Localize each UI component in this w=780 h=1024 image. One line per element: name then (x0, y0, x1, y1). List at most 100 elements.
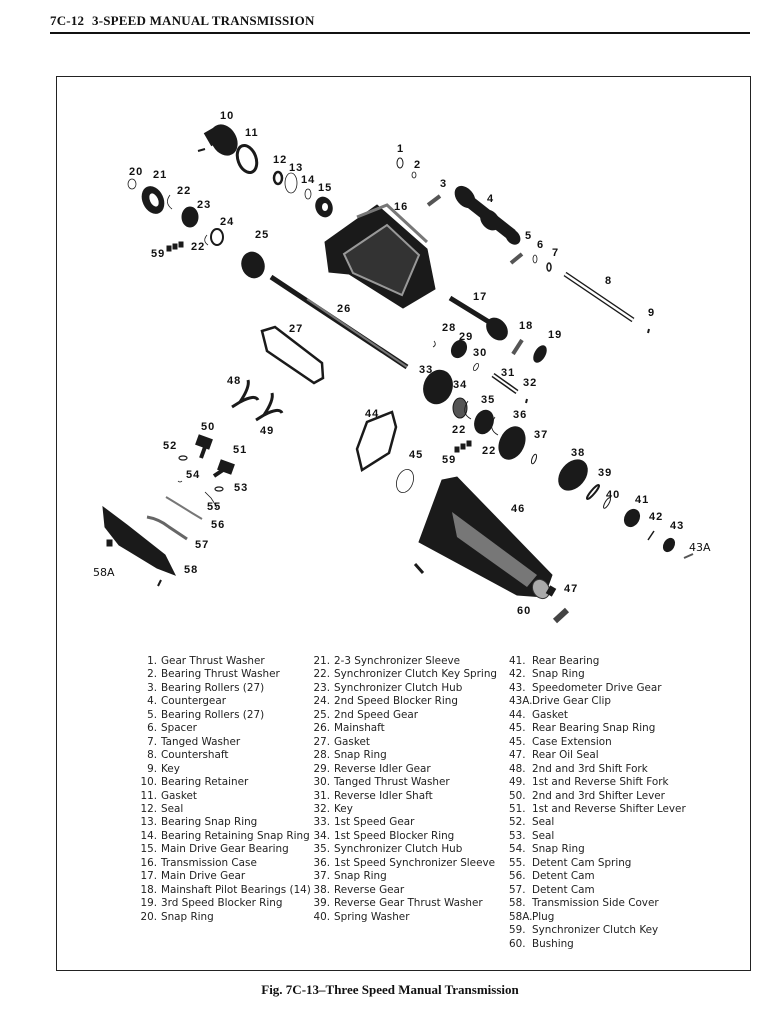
legend-item: 33.1st Speed Gear (313, 816, 415, 829)
callout-label: 9 (648, 307, 656, 319)
callout-label: 54 (186, 469, 201, 481)
callout-label: 5 (525, 230, 533, 242)
legend-item: 4.Countergear (147, 695, 226, 708)
legend-item: 60.Bushing (509, 937, 574, 950)
callout-label: 42 (649, 511, 664, 523)
callout-label: 58A (93, 566, 115, 579)
legend-item: 58A.Plug (509, 910, 555, 923)
legend-item: 56.Detent Cam (509, 870, 595, 883)
figure-caption: Fig. 7C-13–Three Speed Manual Transmissi… (261, 982, 519, 997)
callout-label: 32 (523, 377, 538, 389)
legend-item: 22.Synchronizer Clutch Key Spring (313, 668, 497, 681)
legend-item: 20.Snap Ring (140, 910, 214, 923)
callout-label: 24 (220, 216, 235, 228)
callout-label: 22 (191, 241, 206, 253)
legend-item: 18.Mainshaft Pilot Bearings (14) (140, 883, 311, 896)
section-title: 3-SPEED MANUAL TRANSMISSION (92, 13, 315, 28)
callout-label: 8 (605, 275, 613, 287)
legend-item: 43.Speedometer Drive Gear (509, 681, 662, 694)
legend-item: 41.Rear Bearing (509, 655, 600, 667)
callout-label: 12 (273, 154, 288, 166)
page-number: 7C-12 (50, 13, 85, 28)
callout-label: 26 (337, 303, 352, 315)
callout-label: 59 (442, 454, 457, 466)
page-header: 7C-12 3-SPEED MANUAL TRANSMISSION (50, 10, 750, 34)
callout-label: 48 (227, 375, 242, 387)
callout-label: 2 (414, 159, 422, 171)
legend-item: 1.Gear Thrust Washer (147, 655, 265, 667)
callout-label: 22 (452, 424, 467, 436)
legend-item: 39.Reverse Gear Thrust Washer (313, 897, 483, 910)
callout-label: 36 (513, 409, 528, 421)
legend-item: 37.Snap Ring (313, 870, 387, 883)
legend-item: 32.Key (313, 802, 353, 815)
callout-label: 11 (245, 127, 259, 139)
legend-item: 5.Bearing Rollers (27) (147, 708, 265, 721)
callout-label: 25 (255, 229, 270, 241)
callout-label: 15 (318, 182, 333, 194)
legend-item: 9.Key (147, 762, 180, 775)
callout-label: 27 (289, 323, 304, 335)
legend-item: 49.1st and Reverse Shift Fork (509, 776, 669, 789)
legend-item: 54.Snap Ring (509, 843, 585, 856)
legend-item: 8.Countershaft (147, 749, 229, 762)
legend-item: 53.Seal (509, 829, 555, 842)
legend-item: 7.Tanged Washer (147, 735, 241, 748)
legend-item: 38.Reverse Gear (313, 883, 405, 896)
legend-item: 11.Gasket (140, 789, 197, 802)
legend-item: 19.3rd Speed Blocker Ring (140, 897, 283, 910)
callout-label: 47 (564, 583, 579, 595)
callout-label: 43A (689, 541, 711, 554)
callout-label: 44 (365, 408, 380, 420)
legend-item: 45.Rear Bearing Snap Ring (509, 722, 656, 735)
callout-label: 31 (501, 367, 516, 379)
legend-item: 27.Gasket (313, 735, 370, 748)
legend-item: 45.Case Extension (509, 735, 612, 748)
legend-item: 16.Transmission Case (140, 856, 257, 869)
callout-label: 20 (129, 166, 144, 178)
callout-label: 23 (197, 199, 212, 211)
callout-label: 40 (606, 489, 621, 501)
callout-label: 46 (511, 503, 526, 515)
legend-item: 52.Seal (509, 816, 555, 829)
callout-label: 37 (534, 429, 549, 441)
legend-item: 31.Reverse Idler Shaft (313, 789, 433, 802)
callout-label: 49 (260, 425, 275, 437)
callout-label: 60 (517, 605, 532, 617)
callout-label: 7 (552, 247, 560, 259)
legend-item: 57.Detent Cam (509, 883, 595, 896)
legend-item: 25.2nd Speed Gear (313, 708, 419, 721)
callout-label: 45 (409, 449, 424, 461)
callout-label: 22 (177, 185, 192, 197)
legend-item: 35.Synchronizer Clutch Hub (313, 843, 463, 856)
callout-label: 4 (487, 193, 495, 205)
legend-item: 6.Spacer (147, 722, 197, 735)
callout-label: 28 (442, 322, 457, 334)
callout-label: 14 (301, 174, 316, 186)
countergear-part (454, 185, 521, 245)
callout-label: 16 (394, 201, 409, 213)
legend-item: 21.2-3 Synchronizer Sleeve (313, 655, 461, 667)
legend-column-2: 21.2-3 Synchronizer Sleeve 22.Synchroniz… (310, 655, 497, 924)
legend-item: 28.Snap Ring (313, 749, 387, 762)
callout-label: 51 (233, 444, 248, 456)
callout-label: 3 (440, 178, 448, 190)
legend-item: 15.Main Drive Gear Bearing (140, 843, 289, 856)
callout-label: 59 (151, 248, 166, 260)
legend-item: 14.Bearing Retaining Snap Ring (140, 829, 310, 842)
case-extension-part (418, 476, 553, 600)
legend-item: 12.Seal (140, 802, 184, 815)
legend-item: 24.2nd Speed Blocker Ring (313, 695, 458, 708)
legend-item: 36.1st Speed Synchronizer Sleeve (313, 856, 496, 869)
callout-label: 30 (473, 347, 488, 359)
callout-label: 13 (289, 162, 304, 174)
legend-item: 13.Bearing Snap Ring (140, 816, 258, 829)
callout-label: 21 (153, 169, 168, 181)
legend-item: 44.Gasket (509, 708, 568, 721)
callout-label: 33 (419, 364, 434, 376)
legend-item: 30.Tanged Thrust Washer (313, 776, 450, 789)
legend-item: 50.2nd and 3rd Shifter Lever (509, 789, 665, 802)
bearing-retainer-part (197, 124, 238, 156)
legend-item: 26.Mainshaft (313, 722, 385, 735)
legend-column-1: 1.Gear Thrust Washer 2.Bearing Thrust Wa… (137, 655, 311, 924)
